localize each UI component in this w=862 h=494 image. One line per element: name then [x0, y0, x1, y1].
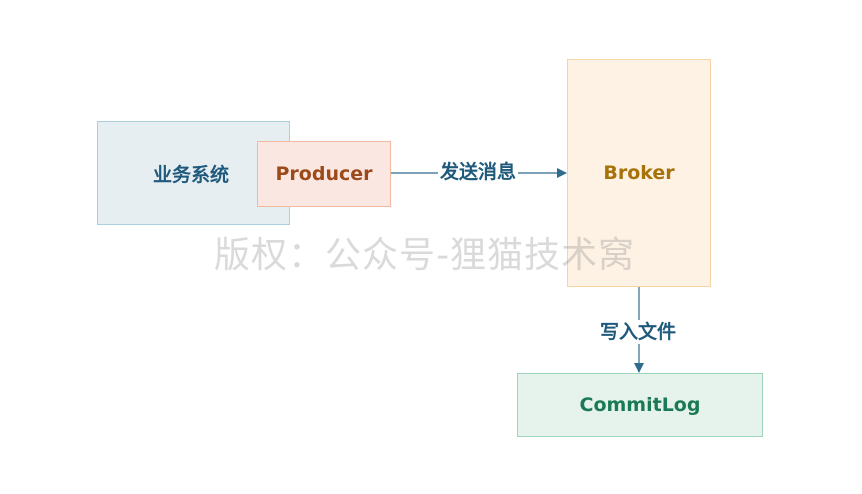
write-file-label: 写入文件: [598, 320, 679, 344]
commitlog-label: CommitLog: [579, 394, 701, 416]
broker-label: Broker: [603, 162, 675, 184]
broker-node: Broker: [567, 59, 711, 287]
commitlog-node: CommitLog: [517, 373, 763, 437]
business-system-label: 业务系统: [153, 163, 230, 186]
send-message-label: 发送消息: [438, 160, 519, 184]
producer-label: Producer: [275, 163, 373, 185]
producer-node: Producer: [257, 141, 391, 207]
watermark: 版权：公众号-狸猫技术窝: [214, 235, 635, 276]
